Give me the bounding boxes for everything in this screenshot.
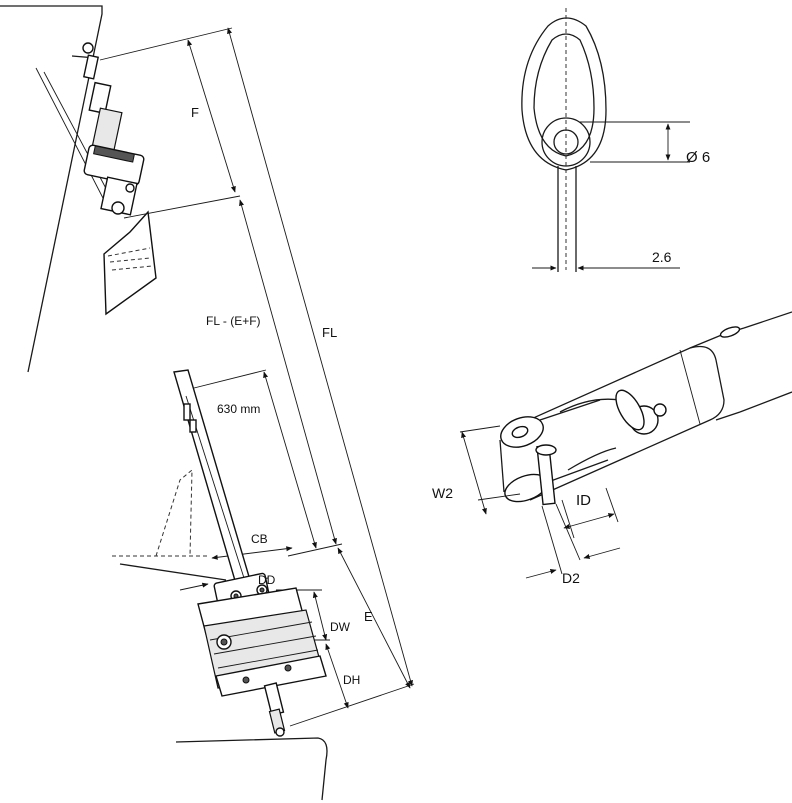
label-DW: DW [330, 620, 351, 634]
dimension-lines [99, 27, 415, 727]
halyard-line [35, 67, 105, 201]
label-CB: CB [251, 532, 268, 546]
label-F: F [191, 105, 199, 120]
label-E: E [364, 609, 373, 624]
eye-inner [533, 33, 595, 157]
label-DH: DH [343, 673, 360, 687]
eye-detail [521, 8, 690, 272]
dim-FL-minus-EF [239, 199, 337, 545]
furler-drum-assembly [112, 369, 328, 801]
toggle-detail [459, 311, 792, 579]
eye-outer [521, 17, 607, 171]
dim-CB [211, 546, 293, 560]
dim-D2-right [583, 547, 621, 559]
mast-head-section [0, 5, 157, 373]
dim-E [337, 547, 411, 689]
dim-DH [325, 643, 349, 709]
drum-base [215, 655, 327, 697]
label-630mm: 630 mm [217, 402, 260, 416]
top-swivel [71, 42, 145, 216]
dim-D2-left [525, 569, 557, 579]
toggle-body [501, 345, 725, 501]
deck-plate [175, 737, 328, 801]
label-FL-minus-EF: FL - (E+F) [206, 314, 261, 328]
dimension-labels: F FL - (E+F) FL 630 mm CB DD DW E DH Ø 6… [191, 105, 710, 687]
dim-W2 [461, 431, 487, 515]
mast-profile [0, 5, 103, 373]
label-D2: D2 [562, 570, 580, 586]
dim-DD-left [179, 582, 209, 591]
dim-DW [312, 591, 328, 641]
label-2-6: 2.6 [652, 249, 672, 265]
label-W2: W2 [432, 485, 453, 501]
dim-630mm [263, 371, 317, 549]
label-DD: DD [258, 573, 276, 587]
sail-head [103, 210, 157, 316]
label-FL: FL [322, 325, 337, 340]
label-diam6: Ø 6 [686, 149, 710, 166]
dim-ID [563, 513, 615, 529]
label-ID: ID [576, 492, 591, 509]
